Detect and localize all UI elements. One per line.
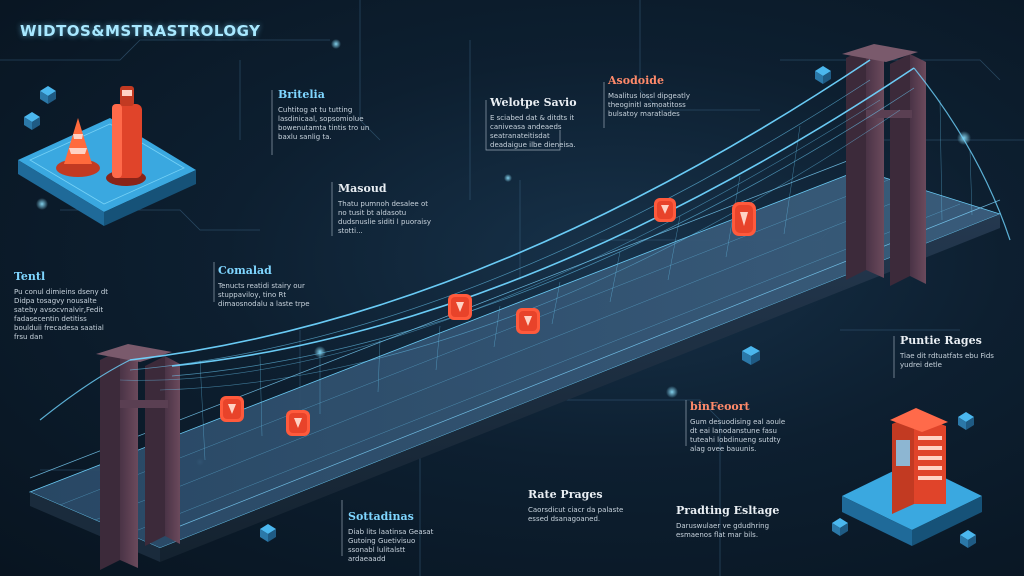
- callout-body: Maalitus lossl dipgeatly theoginitl asmo…: [608, 92, 690, 118]
- cone-platform: [18, 86, 196, 226]
- callout-body: Cuhtitog at tu tutting lasdinicaal, sops…: [278, 106, 370, 141]
- callout-sottadinas: Sottadinas Diab lits laatinsa Geasat Gut…: [348, 510, 444, 564]
- callout-heading: Pradting Esltage: [676, 504, 780, 517]
- callout-masoud: Masoud Thatu pumnoh desalee ot no tusit …: [338, 182, 434, 236]
- callout-body: Caorsdicut ciacr da palaste essed dsanag…: [528, 506, 624, 523]
- callout-body: Gum desuodising eal aoule dt eai lanodan…: [690, 418, 786, 453]
- callout-britelia: Britelia Cuhtitog at tu tutting lasdinic…: [278, 88, 374, 142]
- callout-welotpe-savio: Welotpe Savio E sciabed dat & ditdts it …: [490, 96, 586, 150]
- callout-rate-prages: Rate Prages Caorsdicut ciacr da palaste …: [528, 488, 624, 524]
- callout-body: Daruswulaer ve gdudhring esmaenos flat m…: [676, 522, 770, 539]
- callout-heading: Welotpe Savio: [490, 96, 577, 109]
- callout-body: Tiae dit rdtuatfats ebu Fids yudrei detl…: [900, 352, 994, 369]
- callout-binfeoort: binFeoort Gum desuodising eal aoule dt e…: [690, 400, 786, 454]
- callout-body: E sciabed dat & ditdts it caniveasa ande…: [490, 114, 576, 149]
- callout-heading: Sottadinas: [348, 510, 414, 523]
- callout-heading: Rate Prages: [528, 488, 603, 501]
- suspension-cables: [39, 59, 1011, 421]
- callout-heading: Puntie Rages: [900, 334, 982, 347]
- callout-tentl: Tentl Pu conul dimieins dseny dt Didpa t…: [14, 270, 110, 342]
- callout-heading: Masoud: [338, 182, 387, 195]
- hanger-cables: [199, 99, 973, 461]
- floating-cubes: [24, 66, 976, 548]
- callout-heading: Asodoide: [608, 74, 664, 87]
- alert-markers: [220, 198, 756, 436]
- callout-puntie-rages: Puntie Rages Tiae dit rdtuatfats ebu Fid…: [900, 334, 996, 370]
- callout-comalad: Comalad Tenucts reatidi stairy our stupp…: [218, 264, 314, 309]
- callout-heading: Britelia: [278, 88, 325, 101]
- right-tower: [842, 44, 926, 286]
- callout-heading: binFeoort: [690, 400, 750, 413]
- callout-body: Thatu pumnoh desalee ot no tusit bt alda…: [338, 200, 432, 235]
- callout-body: Tenucts reatidi stairy our stuppaviloy, …: [218, 282, 310, 308]
- callout-pradting-esltage: Pradting Esltage Daruswulaer ve gdudhrin…: [676, 504, 779, 540]
- callout-leaders: [213, 82, 895, 556]
- callout-heading: Tentl: [14, 270, 46, 283]
- server-platform: [842, 408, 982, 546]
- callout-heading: Comalad: [218, 264, 272, 277]
- page-title: WIDTOS&MSTRASTROLOGY: [20, 22, 261, 40]
- callout-body: Pu conul dimieins dseny dt Didpa tosagvy…: [14, 288, 109, 341]
- left-tower: [96, 344, 180, 570]
- callout-body: Diab lits laatinsa Geasat Gutoing Guetiv…: [348, 528, 434, 563]
- callout-asodoide: Asodoide Maalitus lossl dipgeatly theogi…: [608, 74, 704, 119]
